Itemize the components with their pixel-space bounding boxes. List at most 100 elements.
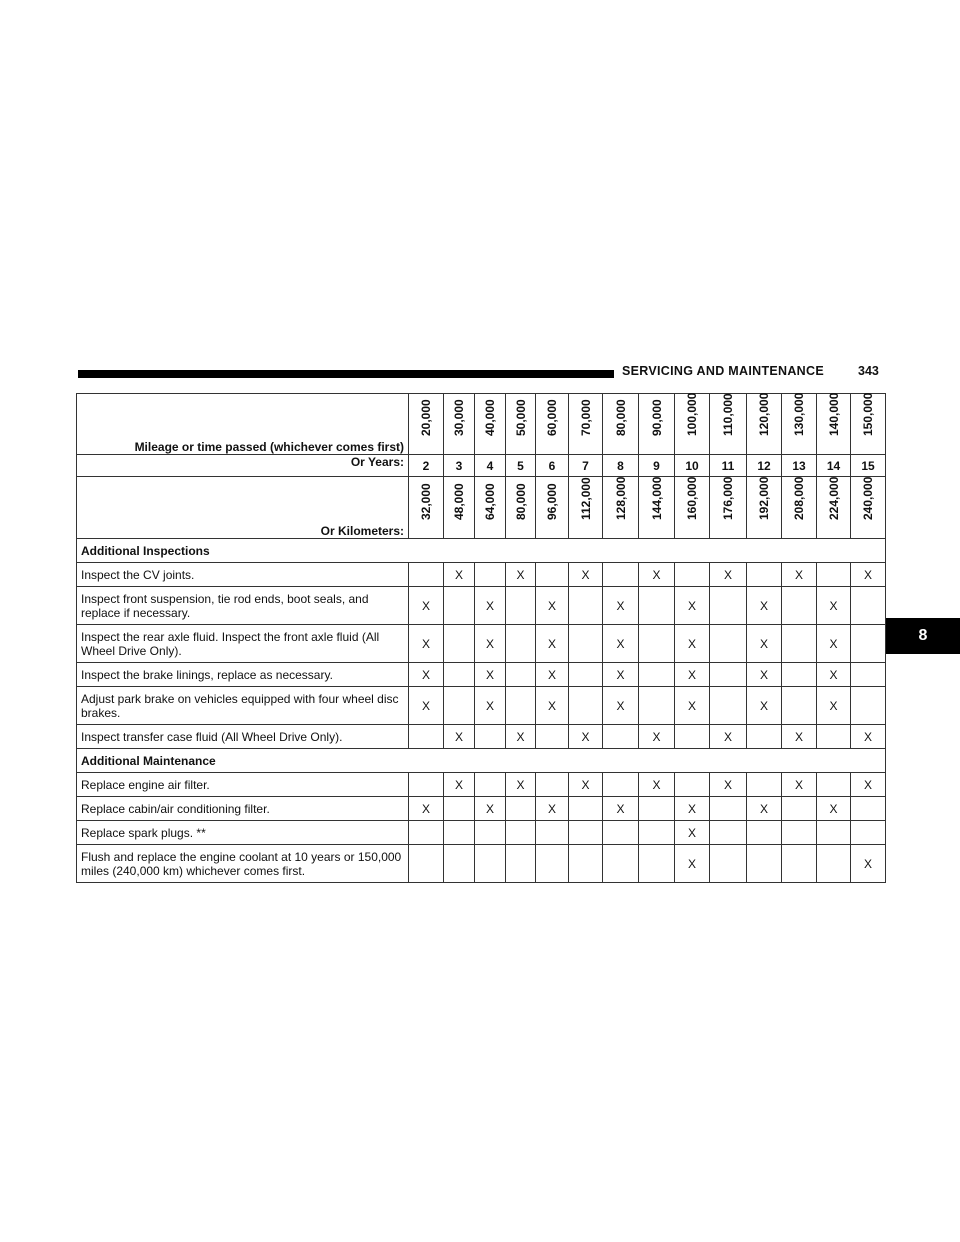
service-mark-cell	[505, 662, 536, 687]
service-mark-cell	[781, 686, 817, 725]
section-header-row: Additional Inspections	[76, 538, 886, 563]
service-mark-cell	[746, 844, 782, 883]
service-mark-cell: X	[602, 586, 639, 625]
service-mark-cell: X	[816, 586, 851, 625]
service-mark-cell	[816, 562, 851, 587]
kilometers-cell: 96,000	[535, 476, 569, 539]
kilometers-cell: 192,000	[746, 476, 782, 539]
mileage-value: 110,000	[721, 393, 735, 436]
service-mark-cell	[408, 772, 444, 797]
mileage-value: 130,000	[792, 392, 806, 436]
service-mark-cell	[850, 686, 886, 725]
service-mark-cell: X	[602, 796, 639, 821]
service-mark-cell: X	[850, 772, 886, 797]
service-mark-cell: X	[505, 772, 536, 797]
kilometers-cell: 176,000	[709, 476, 747, 539]
service-mark-cell: X	[535, 796, 569, 821]
mileage-cell: 50,000	[505, 393, 536, 455]
service-mark-cell: X	[408, 686, 444, 725]
kilometers-value: 240,000	[861, 476, 875, 520]
service-mark-cell	[709, 796, 747, 821]
service-mark-cell: X	[568, 724, 603, 749]
service-mark-cell: X	[674, 844, 710, 883]
service-mark-cell	[535, 844, 569, 883]
service-mark-cell	[709, 586, 747, 625]
section-header-row: Additional Maintenance	[76, 748, 886, 773]
year-value: 7	[568, 454, 603, 477]
service-mark-cell	[709, 820, 747, 845]
service-mark-cell	[568, 796, 603, 821]
service-item-label: Adjust park brake on vehicles equipped w…	[76, 686, 409, 725]
service-mark-cell: X	[408, 662, 444, 687]
kilometers-cell: 144,000	[638, 476, 675, 539]
service-mark-cell	[602, 562, 639, 587]
mileage-cell: 110,000	[709, 393, 747, 455]
service-mark-cell	[816, 772, 851, 797]
service-mark-cell: X	[781, 772, 817, 797]
service-mark-cell: X	[816, 796, 851, 821]
service-mark-cell: X	[602, 686, 639, 725]
table-row: Flush and replace the engine coolant at …	[76, 844, 886, 883]
year-value: 2	[408, 454, 444, 477]
mileage-value: 140,000	[826, 392, 841, 436]
kilometers-value: 96,000	[545, 483, 559, 520]
service-mark-cell	[674, 562, 710, 587]
year-value: 3	[443, 454, 475, 477]
service-mark-cell: X	[535, 586, 569, 625]
service-mark-cell	[709, 686, 747, 725]
service-mark-cell: X	[638, 724, 675, 749]
service-mark-cell: X	[638, 772, 675, 797]
kilometers-cell: 240,000	[850, 476, 886, 539]
service-mark-cell	[781, 796, 817, 821]
service-mark-cell	[816, 820, 851, 845]
service-mark-cell	[746, 562, 782, 587]
kilometers-value: 208,000	[792, 476, 806, 520]
kilometers-label: Or Kilometers:	[76, 476, 409, 539]
service-mark-cell: X	[850, 844, 886, 883]
service-mark-cell	[474, 820, 506, 845]
service-mark-cell: X	[709, 772, 747, 797]
service-mark-cell	[408, 844, 444, 883]
service-mark-cell	[638, 820, 675, 845]
kilometers-value: 224,000	[826, 476, 841, 520]
mileage-cell: 30,000	[443, 393, 475, 455]
kilometers-cell: 128,000	[602, 476, 639, 539]
section-title: Additional Inspections	[76, 538, 886, 563]
year-value: 6	[535, 454, 569, 477]
service-item-label: Inspect front suspension, tie rod ends, …	[76, 586, 409, 625]
service-mark-cell: X	[474, 624, 506, 663]
mileage-value: 20,000	[419, 399, 433, 436]
service-mark-cell	[443, 820, 475, 845]
years-label: Or Years:	[76, 454, 409, 477]
service-mark-cell	[408, 724, 444, 749]
service-mark-cell: X	[505, 724, 536, 749]
service-mark-cell: X	[535, 686, 569, 725]
section-title: SERVICING AND MAINTENANCE	[622, 364, 824, 378]
service-mark-cell	[674, 724, 710, 749]
service-mark-cell: X	[709, 724, 747, 749]
year-value: 9	[638, 454, 675, 477]
service-mark-cell	[746, 820, 782, 845]
service-item-label: Inspect transfer case fluid (All Wheel D…	[76, 724, 409, 749]
table-row: Inspect the rear axle fluid. Inspect the…	[76, 624, 886, 663]
service-mark-cell	[474, 772, 506, 797]
service-mark-cell	[850, 796, 886, 821]
service-item-label: Replace spark plugs. **	[76, 820, 409, 845]
service-mark-cell: X	[568, 772, 603, 797]
service-item-label: Inspect the brake linings, replace as ne…	[76, 662, 409, 687]
service-mark-cell	[505, 586, 536, 625]
kilometers-cell: 48,000	[443, 476, 475, 539]
service-mark-cell: X	[674, 624, 710, 663]
service-mark-cell: X	[746, 624, 782, 663]
service-mark-cell	[602, 844, 639, 883]
service-mark-cell: X	[674, 796, 710, 821]
service-mark-cell	[505, 844, 536, 883]
service-mark-cell: X	[709, 562, 747, 587]
kilometers-value: 112,000	[578, 477, 593, 520]
mileage-value: 60,000	[545, 399, 559, 436]
service-mark-cell: X	[816, 624, 851, 663]
service-item-label: Inspect the CV joints.	[76, 562, 409, 587]
service-mark-cell: X	[408, 796, 444, 821]
